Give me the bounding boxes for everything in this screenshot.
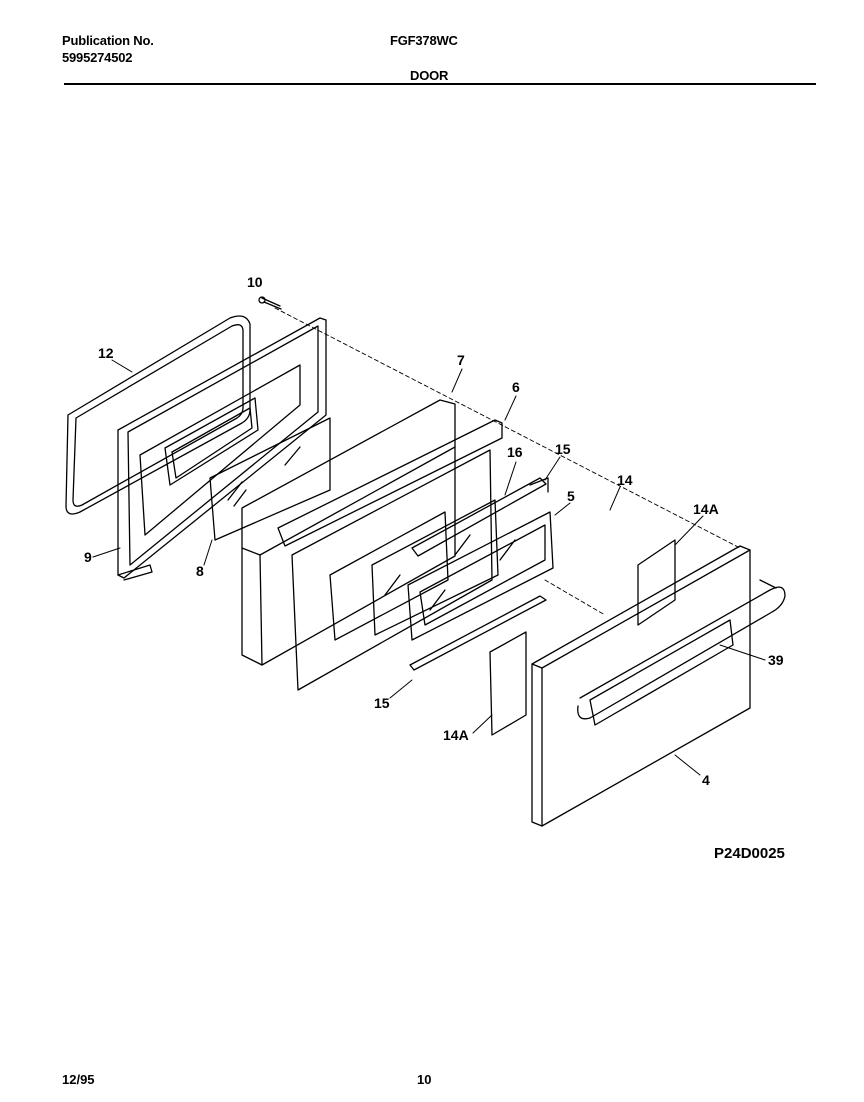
label-part-14a: [489, 539, 676, 736]
insulation-part-7: [241, 399, 456, 666]
callout-14a-bottom: 14A: [443, 727, 469, 743]
outer-door-part-4: [531, 545, 751, 827]
callout-4: 4: [702, 772, 710, 788]
callout-15-top: 15: [555, 441, 571, 457]
callout-6: 6: [512, 379, 520, 395]
callout-7: 7: [457, 352, 465, 368]
callout-12: 12: [98, 345, 114, 361]
footer-date: 12/95: [62, 1072, 95, 1087]
callout-14: 14: [617, 472, 633, 488]
alignment-lines: [274, 307, 741, 616]
callout-39: 39: [768, 652, 784, 668]
heat-shield-part-6: [277, 419, 503, 691]
section-title: DOOR: [410, 68, 449, 83]
callout-10: 10: [247, 274, 263, 290]
inner-glass-part-8: [209, 417, 331, 541]
publication-number: 5995274502: [62, 50, 133, 65]
header-rule: [64, 83, 816, 85]
inner-liner-part-9: [117, 317, 327, 581]
callout-16: 16: [507, 444, 523, 460]
model-number: FGF378WC: [390, 33, 458, 48]
footer-page-number: 10: [417, 1072, 432, 1087]
window-assembly-parts-16-15-5-14: [371, 477, 554, 671]
callout-8: 8: [196, 563, 204, 579]
leader-lines: [92, 359, 766, 776]
callout-9: 9: [84, 549, 92, 565]
diagram-part-code: P24D0025: [714, 845, 785, 862]
publication-label: Publication No.: [62, 33, 154, 48]
screw-part-10: [258, 296, 282, 310]
callout-14a-top: 14A: [693, 501, 719, 517]
handle-part-39: [577, 579, 786, 720]
callout-5: 5: [567, 488, 575, 504]
callout-15-bottom: 15: [374, 695, 390, 711]
callout-labels: 10 12 7 6 16 15 14 5 14A 9 8 39 15 14A 4: [84, 274, 784, 788]
